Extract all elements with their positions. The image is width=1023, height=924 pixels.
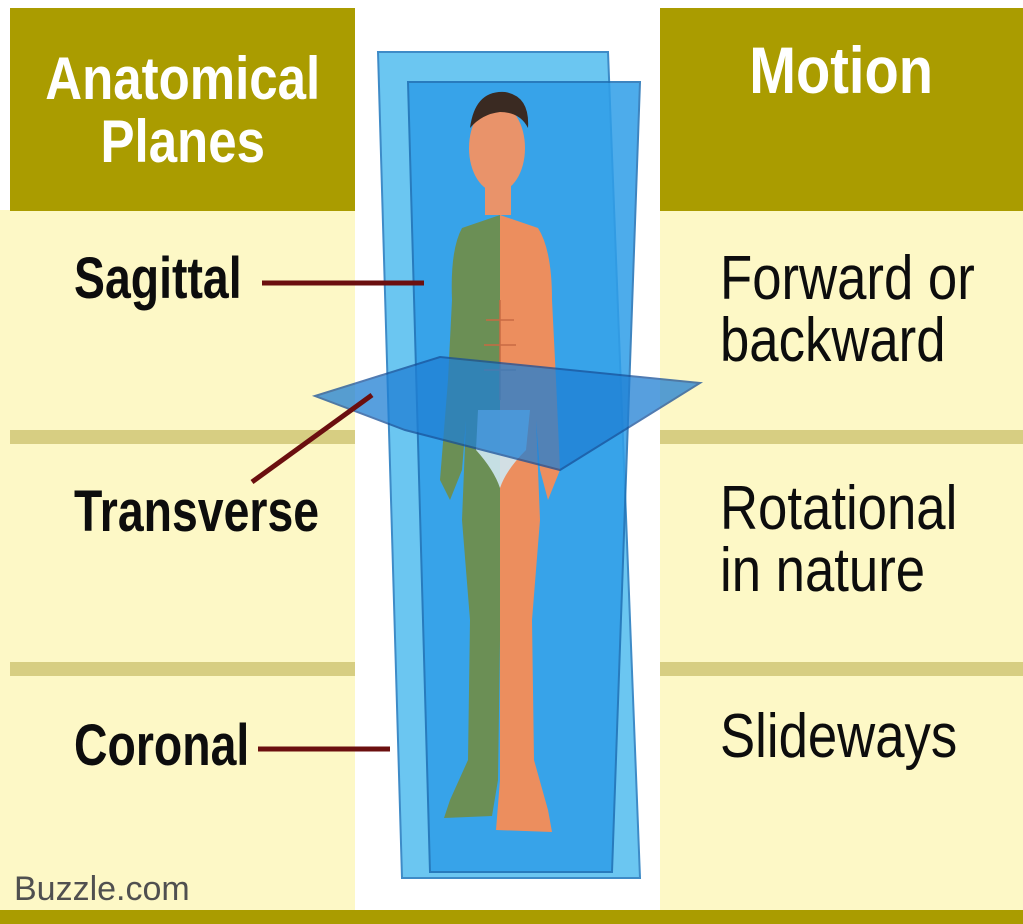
plane-label-transverse: Transverse <box>74 478 319 545</box>
transverse-leader <box>252 395 372 482</box>
motion-transverse-line1: Rotational <box>720 478 957 540</box>
bottom-bar <box>0 910 1023 924</box>
motion-sagittal: Forward or backward <box>720 248 975 372</box>
neck <box>485 185 511 215</box>
motion-sagittal-line2: backward <box>720 310 975 372</box>
motion-transverse: Rotational in nature <box>720 478 957 602</box>
motion-transverse-line2: in nature <box>720 540 957 602</box>
watermark: Buzzle.com <box>14 870 190 909</box>
motion-coronal-line1: Slideways <box>720 706 957 768</box>
plane-label-coronal: Coronal <box>74 712 249 779</box>
plane-label-sagittal: Sagittal <box>74 245 242 312</box>
motion-sagittal-line1: Forward or <box>720 248 975 310</box>
motion-coronal: Slideways <box>720 706 957 768</box>
